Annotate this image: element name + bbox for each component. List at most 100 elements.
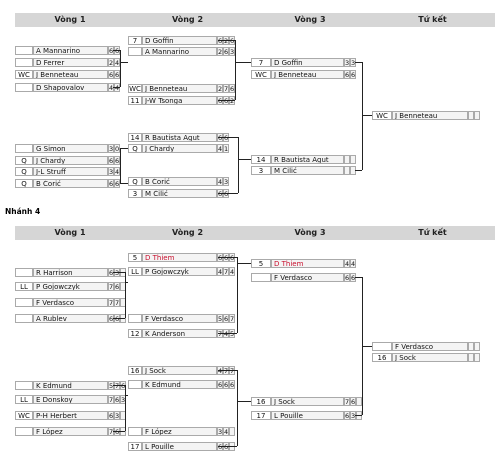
bracket-slot: K Edmund57⁷6: [15, 381, 126, 390]
player-name[interactable]: J Benneteau: [142, 84, 217, 93]
player-seed: WC: [128, 84, 142, 93]
player-seed: LL: [128, 267, 142, 276]
player-name[interactable]: J-L Struff: [33, 167, 108, 176]
player-seed: 14: [128, 133, 142, 142]
player-name[interactable]: J Sock: [392, 353, 468, 362]
set-score: 3: [108, 167, 114, 176]
player-name[interactable]: F Verdasco: [33, 298, 108, 307]
bracket-connector: [113, 272, 125, 273]
player-name[interactable]: F Verdasco: [142, 314, 217, 323]
set-score: 6: [217, 380, 223, 389]
player-name[interactable]: J Benneteau: [392, 111, 468, 120]
bracket-connector: [125, 272, 126, 318]
player-name[interactable]: F Verdasco: [392, 342, 468, 351]
player-name[interactable]: J Sock: [142, 366, 217, 375]
set-score: 2: [217, 47, 223, 56]
player-name[interactable]: K Edmund: [33, 381, 108, 390]
header-qf: Tứ kết: [418, 15, 447, 24]
bracket-slot: 16J Sock7⁸6: [251, 397, 362, 406]
player-name[interactable]: F Verdasco: [271, 273, 344, 282]
bracket-connector: [235, 40, 236, 100]
player-name[interactable]: D Thiem: [142, 253, 217, 262]
set-score: 4: [350, 259, 356, 268]
player-name[interactable]: P Gojowczyk: [142, 267, 217, 276]
set-score: 7⁷: [223, 267, 229, 276]
player-name[interactable]: L Pouille: [142, 442, 217, 451]
set-score: 3: [223, 177, 229, 186]
bracket-connector: [120, 50, 121, 87]
player-name[interactable]: J Chardy: [33, 156, 108, 165]
set-score: 7: [229, 314, 235, 323]
player-name[interactable]: L Pouille: [271, 411, 344, 420]
player-name[interactable]: B Ćorić: [142, 177, 217, 186]
bracket-slot: LLE Donskoy76⁵3: [15, 395, 126, 404]
player-name[interactable]: J Chardy: [142, 144, 217, 153]
player-name[interactable]: B Ćorić: [33, 179, 108, 188]
player-name[interactable]: E Donskoy: [33, 395, 108, 404]
player-seed: 16: [251, 397, 271, 406]
set-score: 6: [108, 156, 114, 165]
player-name[interactable]: D Shapovalov: [33, 83, 108, 92]
set-score: [468, 342, 474, 351]
set-score: 7: [108, 395, 114, 404]
player-name[interactable]: F López: [33, 427, 108, 436]
player-seed: WC: [372, 111, 392, 120]
player-name[interactable]: A Mannarino: [33, 46, 108, 55]
player-name[interactable]: F López: [142, 427, 217, 436]
player-seed: [128, 427, 142, 436]
bracket-connector: [355, 277, 362, 278]
player-seed: 3: [128, 189, 142, 198]
player-name[interactable]: J Sock: [271, 397, 344, 406]
set-score: 7⁸: [114, 298, 120, 307]
bracket-connector: [125, 385, 126, 431]
player-name[interactable]: M Čilić: [271, 166, 344, 175]
bracket-connector: [238, 137, 239, 193]
set-score: 4: [217, 267, 223, 276]
bracket-connector: [362, 346, 372, 347]
player-name[interactable]: P-H Herbert: [33, 411, 108, 420]
set-score: 5: [217, 314, 223, 323]
player-name[interactable]: J Benneteau: [33, 70, 108, 79]
player-name[interactable]: D Goffin: [271, 58, 344, 67]
set-score: 6: [108, 179, 114, 188]
player-seed: [251, 273, 271, 282]
player-name[interactable]: R Harrison: [33, 268, 108, 277]
set-score: 7⁷: [108, 282, 114, 291]
player-seed: Q: [128, 144, 142, 153]
bracket-connector: [362, 62, 363, 170]
player-name[interactable]: J Benneteau: [271, 70, 344, 79]
player-name[interactable]: D Thiem: [271, 259, 344, 268]
bracket-connector: [218, 193, 238, 194]
player-name[interactable]: J-W Tsonga: [142, 96, 217, 105]
set-score: 6: [114, 70, 120, 79]
player-name[interactable]: R Bautista Agut: [271, 155, 344, 164]
bracket-connector: [125, 395, 128, 396]
bracket-slot: K Edmund66⁴6⁵: [128, 380, 235, 389]
bracket-connector: [355, 415, 362, 416]
player-seed: 14: [251, 155, 271, 164]
player-name[interactable]: D Ferrer: [33, 58, 108, 67]
player-seed: 11: [128, 96, 142, 105]
set-score: 6⁶: [344, 411, 350, 420]
set-score: [344, 166, 350, 175]
player-name[interactable]: G Simon: [33, 144, 108, 153]
player-name[interactable]: D Goffin: [142, 36, 217, 45]
player-name[interactable]: K Edmund: [142, 380, 217, 389]
player-seed: 17: [128, 442, 142, 451]
player-name[interactable]: A Rublev: [33, 314, 108, 323]
player-name[interactable]: R Bautista Agut: [142, 133, 217, 142]
player-name[interactable]: P Gojowczyk: [33, 282, 108, 291]
bracket-connector: [355, 170, 362, 171]
player-name[interactable]: M Čilić: [142, 189, 217, 198]
set-score: 7⁸: [344, 397, 350, 406]
bracket-connector: [113, 431, 125, 432]
player-name[interactable]: K Anderson: [142, 329, 217, 338]
player-name[interactable]: A Mannarino: [142, 47, 217, 56]
